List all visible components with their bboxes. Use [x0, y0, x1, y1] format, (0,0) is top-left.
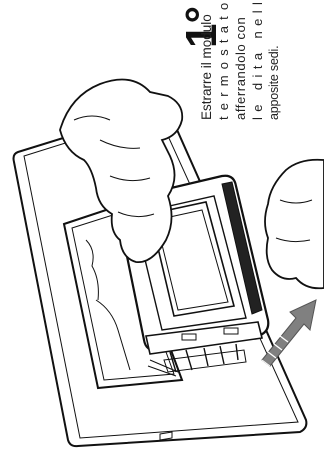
caption-line-5: apposite sedi. [266, 0, 283, 120]
lower-hand [265, 160, 324, 289]
caption-line-3: afferrandolo con [232, 0, 249, 120]
extract-direction-arrow [262, 300, 316, 366]
caption-line-4: le dita nelle [249, 0, 266, 120]
caption-line-1: Estrarre il modulo [198, 0, 215, 120]
caption-line-2: termostato [215, 0, 232, 120]
